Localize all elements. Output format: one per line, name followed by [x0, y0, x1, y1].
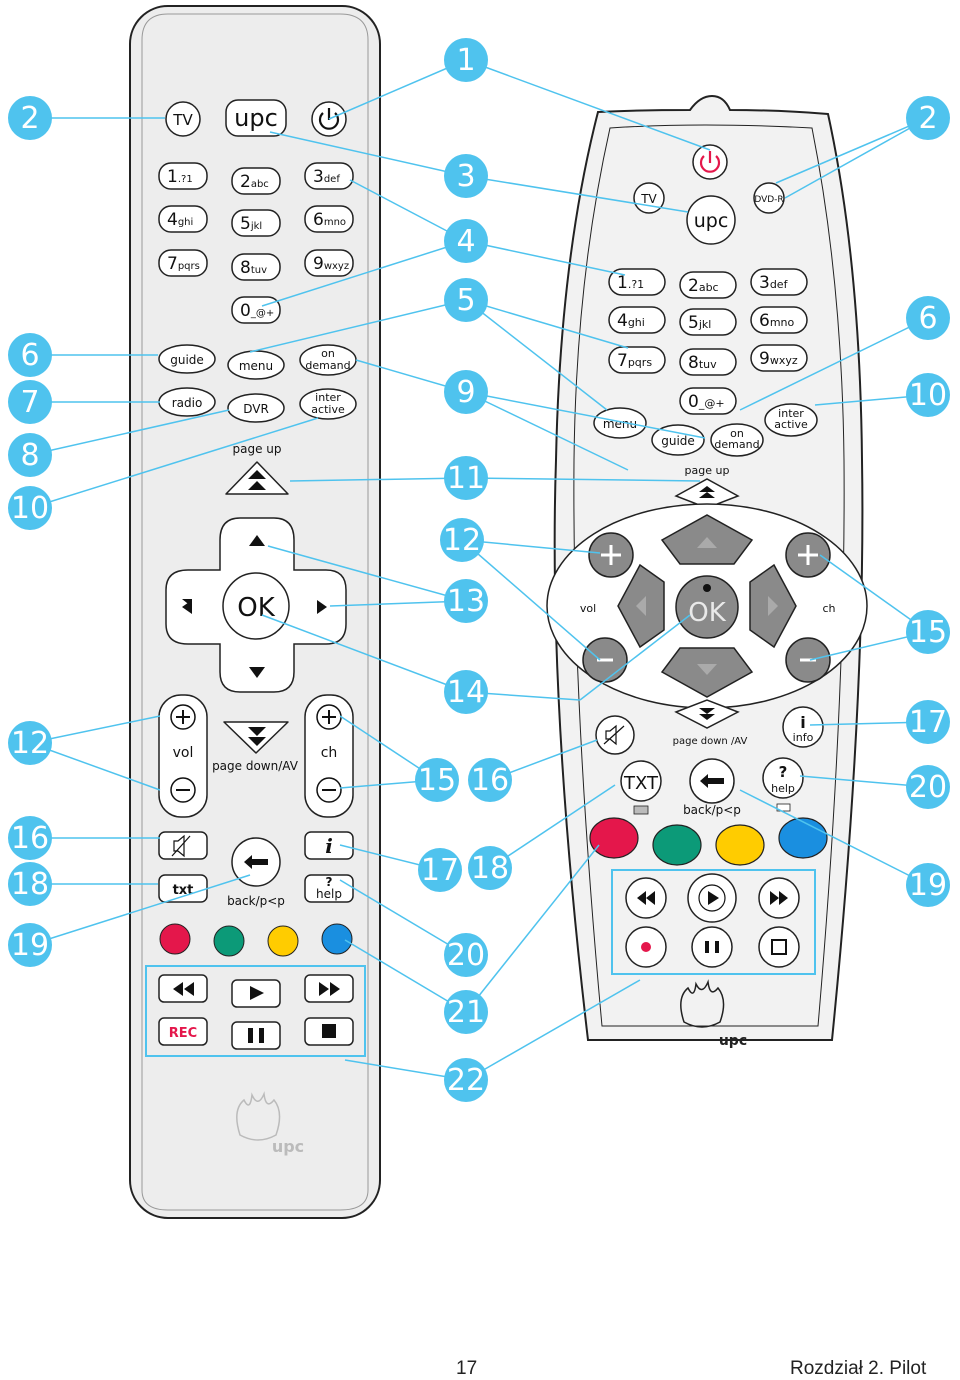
- ok-dot-icon: [703, 584, 711, 592]
- pause-button[interactable]: [232, 1022, 280, 1049]
- callout-number: 12: [11, 726, 49, 761]
- callout-number: 8: [20, 438, 39, 473]
- vol-label-r: vol: [580, 602, 596, 615]
- help-label: help: [316, 887, 342, 901]
- callout-number: 11: [447, 461, 485, 496]
- blue-key[interactable]: [322, 924, 352, 954]
- page-up-label: page up: [232, 442, 281, 456]
- page-down-label-r: page down /AV: [673, 736, 748, 747]
- callout-number: 7: [20, 385, 39, 420]
- blue-key-r[interactable]: [779, 818, 827, 858]
- on-demand-label-2: demand: [305, 359, 350, 372]
- back-label-r: back/p<p: [683, 803, 741, 817]
- callout-number: 20: [447, 938, 485, 973]
- callout-number: 19: [11, 928, 49, 963]
- svg-text:upc: upc: [719, 1033, 747, 1049]
- info-icon: i: [325, 834, 333, 858]
- on-demand-label-r2: demand: [714, 438, 759, 451]
- help-question-icon: ?: [779, 763, 788, 781]
- ch-label-r: ch: [822, 602, 835, 615]
- left-remote: TV upc 1.?12abc3def4ghi5jkl6mno7pqrs8tuv…: [130, 6, 380, 1218]
- fast-forward-button[interactable]: [305, 975, 353, 1002]
- callout-number: 17: [909, 705, 947, 740]
- callout-number: 15: [418, 763, 456, 798]
- callout-number: 4: [456, 224, 475, 259]
- callout-number: 22: [447, 1063, 485, 1098]
- vol-label: vol: [173, 745, 194, 761]
- section-title: Rozdział 2. Pilot: [790, 1358, 926, 1380]
- inter-active-label-r2: active: [774, 418, 808, 431]
- callout-number: 1: [456, 43, 475, 78]
- callout-number: 16: [11, 821, 49, 856]
- stop-button-r[interactable]: [759, 927, 799, 967]
- page-up-label-r: page up: [685, 464, 730, 477]
- ok-label-r: OK: [688, 598, 726, 628]
- inter-active-label-2: active: [311, 403, 345, 416]
- callout-number: 3: [456, 159, 475, 194]
- record-icon: [641, 942, 651, 952]
- mute-button-r[interactable]: [596, 716, 634, 754]
- callout-number: 5: [456, 283, 475, 318]
- guide-label-r: guide: [661, 434, 695, 448]
- tv-label-r: TV: [640, 192, 657, 206]
- callout-number: 10: [11, 491, 49, 526]
- callout-number: 17: [421, 853, 459, 888]
- callout-number: 18: [471, 851, 509, 886]
- txt-label-r: TXT: [623, 773, 659, 794]
- red-key[interactable]: [160, 924, 190, 954]
- upc-label: upc: [234, 104, 278, 132]
- yellow-key[interactable]: [268, 926, 298, 956]
- page-number: 17: [456, 1358, 477, 1380]
- info-icon: i: [800, 713, 805, 732]
- yellow-key-r[interactable]: [716, 825, 764, 865]
- help-label-r: help: [771, 782, 795, 795]
- right-remote: TV DVD-R upc 1.?12abc3def4ghi5jkl6mno7pq…: [547, 96, 867, 1049]
- radio-label: radio: [172, 396, 203, 410]
- callout-number: 15: [909, 615, 947, 650]
- back-label: back/p<p: [227, 894, 285, 908]
- teletext-icon: [634, 806, 648, 814]
- info-label-r: info: [793, 731, 814, 744]
- rec-label: REC: [169, 1026, 197, 1041]
- callout-number: 21: [447, 995, 485, 1030]
- callout-number: 19: [909, 868, 947, 903]
- callout-number: 2: [918, 101, 937, 136]
- callout-number: 2: [20, 101, 39, 136]
- callout-number: 6: [20, 338, 39, 373]
- dvr-label: DVR: [243, 402, 269, 416]
- stop-icon: [322, 1024, 336, 1038]
- callout-number: 13: [447, 584, 485, 619]
- guide-label: guide: [170, 353, 204, 367]
- upc-label-r: upc: [694, 210, 729, 232]
- menu-label: menu: [239, 359, 273, 373]
- tv-label: TV: [172, 111, 193, 129]
- page-down-label: page down/AV: [212, 759, 299, 773]
- green-key[interactable]: [214, 926, 244, 956]
- green-key-r[interactable]: [653, 825, 701, 865]
- pause-button-r[interactable]: [692, 927, 732, 967]
- callout-number: 6: [918, 301, 937, 336]
- red-key-r[interactable]: [590, 818, 638, 858]
- callout-number: 12: [443, 523, 481, 558]
- callout-number: 9: [456, 375, 475, 410]
- ch-label: ch: [321, 745, 338, 761]
- callout-number: 16: [471, 763, 509, 798]
- dvd-r-label: DVD-R: [754, 195, 783, 205]
- callout-number: 10: [909, 378, 947, 413]
- callout-number: 18: [11, 867, 49, 902]
- callout-number: 20: [909, 770, 947, 805]
- svg-text:upc: upc: [272, 1137, 304, 1156]
- callout-number: 14: [447, 675, 485, 710]
